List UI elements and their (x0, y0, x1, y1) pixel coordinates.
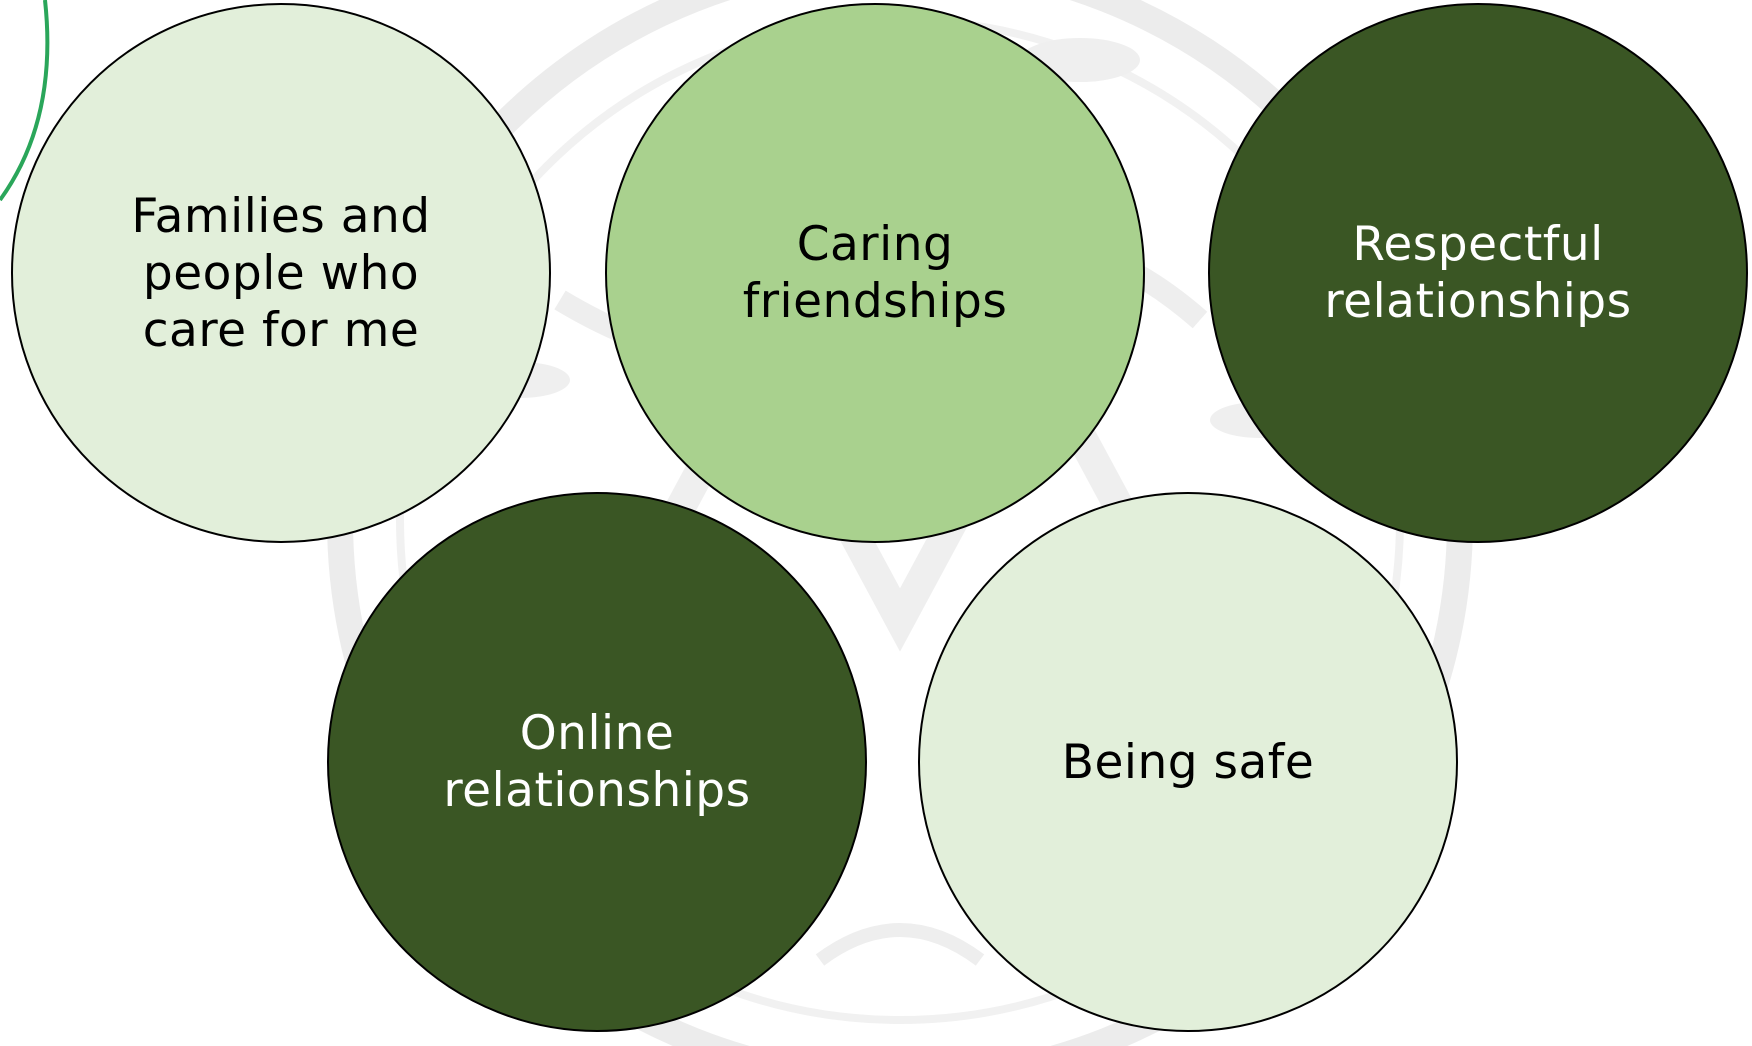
circle-online-relationships: Online relationships (327, 492, 867, 1032)
circle-online-relationships-label: Online relationships (443, 706, 751, 818)
decorative-corner-arc (0, 0, 50, 202)
circle-being-safe-label: Being safe (1061, 734, 1315, 790)
circle-families: Families and people who care for me (11, 3, 551, 543)
circle-respectful-relationships: Respectful relationships (1208, 3, 1748, 543)
circle-caring-friendships: Caring friendships (605, 3, 1145, 543)
corner-arc-stroke (0, 0, 50, 202)
circle-respectful-relationships-label: Respectful relationships (1324, 217, 1632, 329)
circle-caring-friendships-label: Caring friendships (742, 217, 1008, 329)
circle-being-safe: Being safe (918, 492, 1458, 1032)
circle-families-label: Families and people who care for me (131, 188, 431, 358)
